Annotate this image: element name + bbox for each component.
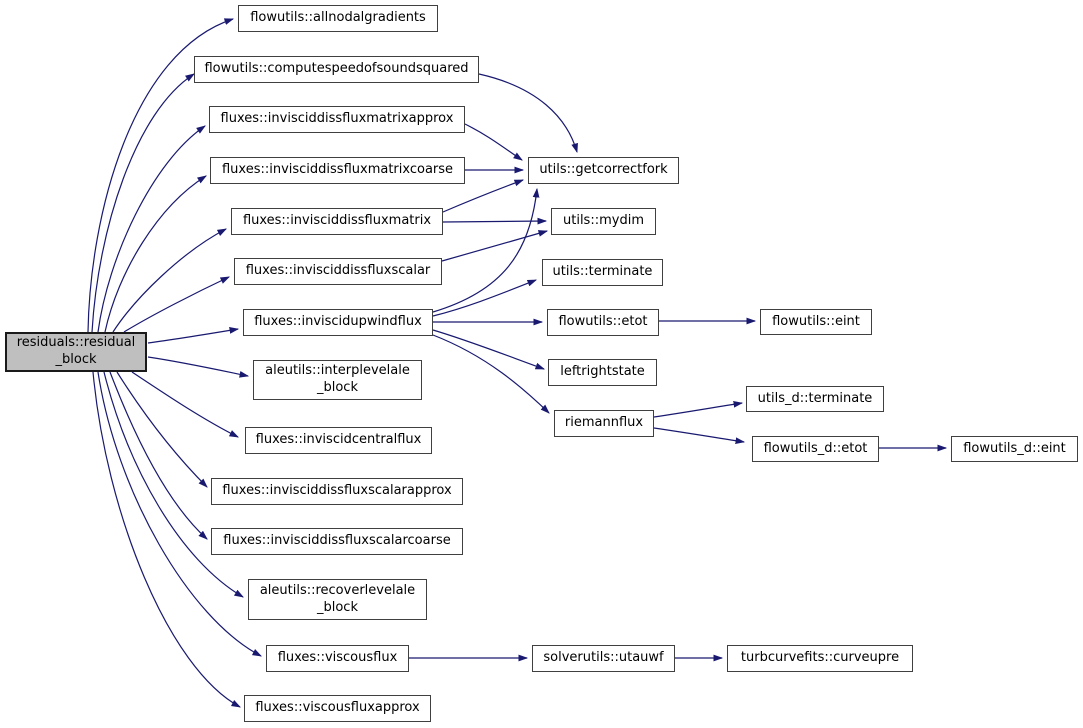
node-aleutils-recoverlevelale-block[interactable]: aleutils::recoverlevelale _block [248, 579, 427, 620]
edge-residual-block-to-invisciddissfluxmatrixcoarse [104, 175, 207, 333]
node-flowutils-computespeedofsoundsquared[interactable]: flowutils::computespeedofsoundsquared [194, 56, 479, 83]
node-turbcurvefits-curveupre[interactable]: turbcurvefits::curveupre [727, 645, 913, 672]
edge-residual-block-to-invisciddissfluxscalarcoarse [109, 371, 208, 540]
node-utils-terminate[interactable]: utils::terminate [542, 259, 663, 286]
edge-residual-block-to-viscousfluxapprox [92, 371, 241, 708]
edge-inviscidupwindflux-to-terminate [432, 279, 538, 317]
edge-residual-block-to-invisciddissfluxmatrix [112, 228, 227, 333]
node-solverutils-utauwf[interactable]: solverutils::utauwf [532, 645, 675, 672]
node-fluxes-viscousfluxapprox[interactable]: fluxes::viscousfluxapprox [244, 695, 431, 722]
node-fluxes-invisciddissfluxscalar[interactable]: fluxes::invisciddissfluxscalar [234, 258, 442, 285]
node-riemannflux[interactable]: riemannflux [554, 410, 654, 437]
edge-residual-block-to-invisciddissfluxscalarapprox [116, 371, 208, 488]
node-fluxes-invisciddissfluxmatrixapprox[interactable]: fluxes::invisciddissfluxmatrixapprox [209, 106, 465, 133]
node-flowutils-d-eint[interactable]: flowutils_d::eint [951, 436, 1078, 462]
node-fluxes-inviscidupwindflux[interactable]: fluxes::inviscidupwindflux [243, 309, 433, 336]
edge-residual-block-to-computespeedofsoundsquared [91, 73, 195, 333]
node-utils-d-terminate[interactable]: utils_d::terminate [746, 386, 884, 412]
node-flowutils-eint[interactable]: flowutils::eint [760, 309, 872, 335]
edge-riemannflux-to-utils-d-terminate [653, 400, 744, 418]
node-fluxes-inviscidcentralflux[interactable]: fluxes::inviscidcentralflux [245, 427, 432, 454]
node-aleutils-interplevelale-block[interactable]: aleutils::interplevelale _block [253, 360, 422, 400]
node-fluxes-invisciddissfluxmatrix[interactable]: fluxes::invisciddissfluxmatrix [231, 208, 443, 235]
edge-residual-block-to-recoverlevelale-block [103, 371, 244, 598]
edge-residual-block-to-allnodalgradients [87, 18, 235, 333]
edge-inviscidupwindflux-to-leftrightstate [432, 329, 546, 370]
node-residuals-residual-block: residuals::residual _block [5, 332, 147, 372]
node-flowutils-d-etot[interactable]: flowutils_d::etot [752, 436, 879, 462]
edge-residual-block-to-invisciddissfluxscalar [123, 276, 230, 333]
node-fluxes-invisciddissfluxscalarapprox[interactable]: fluxes::invisciddissfluxscalarapprox [211, 478, 463, 505]
node-fluxes-viscousflux[interactable]: fluxes::viscousflux [266, 645, 409, 672]
edge-residual-block-to-invisciddissfluxmatrixapprox [97, 125, 206, 333]
node-leftrightstate[interactable]: leftrightstate [548, 359, 657, 386]
edge-inviscidupwindflux-to-riemannflux [432, 334, 550, 414]
edge-riemannflux-to-flowutils-d-etot [653, 427, 746, 445]
node-utils-mydim[interactable]: utils::mydim [551, 208, 656, 235]
edge-invisciddissfluxmatrix-to-getcorrectfork [442, 179, 525, 213]
edge-invisciddissfluxmatrix-to-mydim [442, 217, 548, 225]
edge-invisciddissfluxmatrixapprox-to-getcorrectfork [464, 123, 523, 161]
edge-residual-block-to-interplevelale-block [147, 356, 250, 378]
edge-computespeedofsoundsquared-to-getcorrectfork [478, 73, 578, 154]
edge-invisciddissfluxscalar-to-mydim [441, 230, 549, 262]
edge-inviscidupwindflux-to-getcorrectfork [432, 187, 540, 313]
edge-residual-block-to-viscousflux [97, 371, 262, 657]
node-fluxes-invisciddissfluxmatrixcoarse[interactable]: fluxes::invisciddissfluxmatrixcoarse [210, 157, 465, 184]
edge-residual-block-to-inviscidcentralflux [131, 371, 239, 438]
node-flowutils-etot[interactable]: flowutils::etot [547, 309, 659, 336]
node-utils-getcorrectfork[interactable]: utils::getcorrectfork [528, 157, 679, 184]
node-fluxes-invisciddissfluxscalarcoarse[interactable]: fluxes::invisciddissfluxscalarcoarse [211, 528, 463, 555]
edge-residual-block-to-inviscidupwindflux [147, 327, 240, 344]
node-flowutils-allnodalgradients[interactable]: flowutils::allnodalgradients [238, 5, 438, 32]
